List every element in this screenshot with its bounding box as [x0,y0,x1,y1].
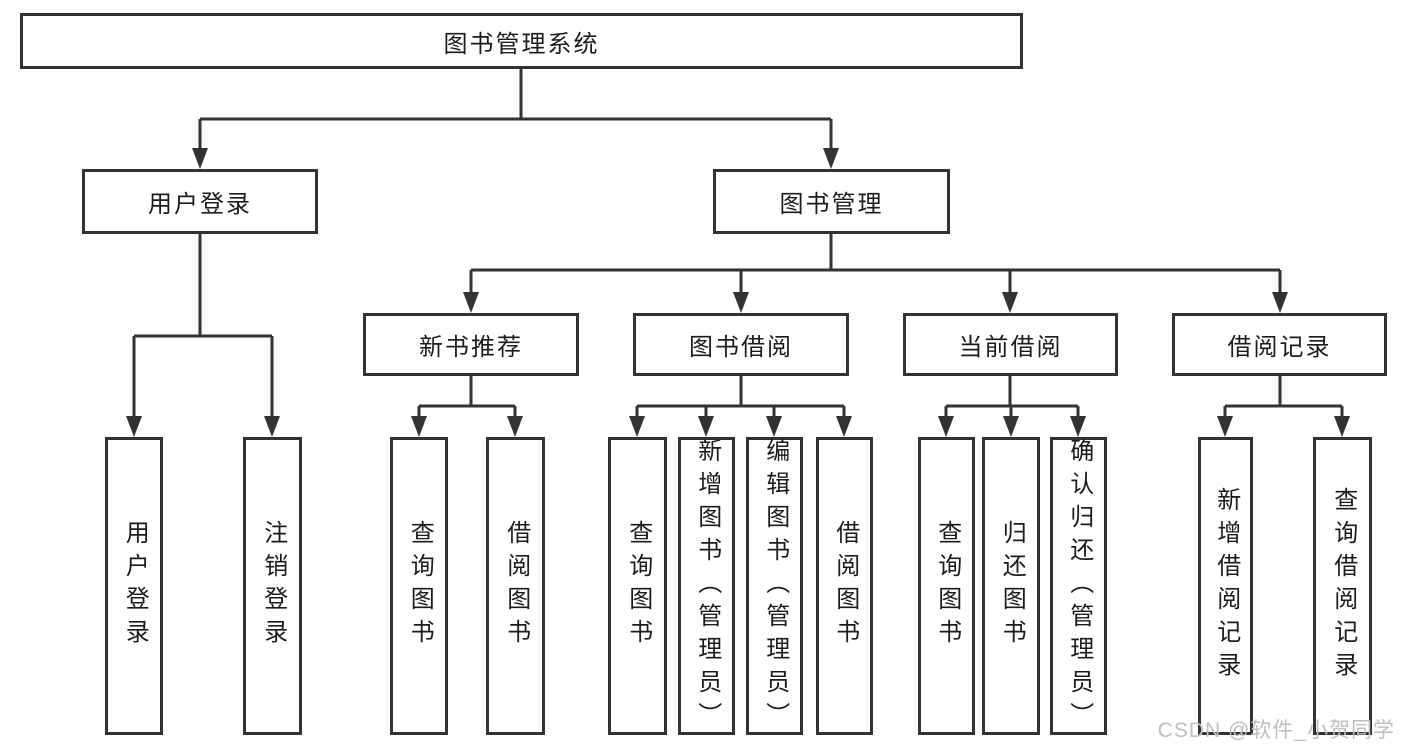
node-current-borrowing: 当前借阅 [903,313,1118,376]
node-label: 查询图书 [933,520,961,652]
node-label: 用户登录 [148,191,252,218]
node-label: 确认归还（管理员） [1065,437,1093,735]
node-book-borrowing: 图书借阅 [633,313,849,376]
node-leaf-logout: 注销登录 [243,437,302,735]
arrow-down-icon [1334,416,1350,437]
node-leaf-confirm-return-admin: 确认归还（管理员） [1050,437,1107,735]
node-label: 图书管理系统 [443,30,600,58]
arrow-down-icon [766,416,782,437]
node-leaf-edit-book-admin: 编辑图书（管理员） [746,437,803,735]
node-label: 查询借阅记录 [1329,487,1357,685]
arrow-down-icon [1003,416,1019,437]
node-label: 查询图书 [624,520,652,652]
arrow-down-icon [264,416,280,437]
node-leaf-query-books-1: 查询图书 [390,437,448,735]
arrow-down-icon [733,292,749,313]
arrow-down-icon [629,416,645,437]
arrow-down-icon [1002,292,1018,313]
node-label: 用户登录 [121,520,149,652]
node-label: 归还图书 [998,520,1026,652]
node-leaf-user-login: 用户登录 [105,437,163,735]
node-root: 图书管理系统 [20,13,1023,69]
node-label: 借阅记录 [1227,334,1332,361]
node-label: 图书借阅 [689,334,793,361]
arrow-down-icon [192,148,208,169]
node-leaf-query-borrow-record: 查询借阅记录 [1313,437,1372,735]
node-label: 新增借阅记录 [1212,487,1240,685]
node-book-management: 图书管理 [713,169,950,234]
arrow-down-icon [698,416,714,437]
arrow-down-icon [823,148,839,169]
node-borrowing-records: 借阅记录 [1172,313,1387,376]
node-leaf-return-book: 归还图书 [982,437,1040,735]
node-leaf-add-borrow-record: 新增借阅记录 [1198,437,1253,735]
arrow-down-icon [836,416,852,437]
node-label: 当前借阅 [958,334,1063,361]
node-user-login: 用户登录 [82,169,318,234]
node-label: 借阅图书 [831,520,859,652]
node-leaf-query-books-3: 查询图书 [918,437,975,735]
node-label: 新增图书（管理员） [693,437,721,735]
node-label: 查询图书 [406,520,434,652]
node-leaf-query-books-2: 查询图书 [608,437,667,735]
watermark-text: CSDN @软件_小贺同学 [1157,719,1395,742]
node-label: 新书推荐 [419,334,523,361]
arrow-down-icon [938,416,954,437]
node-leaf-borrow-books-1: 借阅图书 [486,437,545,735]
node-new-book-recommend: 新书推荐 [363,313,579,376]
arrow-down-icon [1272,292,1288,313]
node-label: 借阅图书 [502,520,530,652]
arrow-down-icon [507,416,523,437]
node-label: 注销登录 [259,520,287,652]
node-leaf-borrow-books-2: 借阅图书 [816,437,873,735]
arrow-down-icon [1070,416,1086,437]
arrow-down-icon [411,416,427,437]
node-label: 编辑图书（管理员） [761,437,789,735]
arrow-down-icon [463,292,479,313]
node-label: 图书管理 [779,191,884,218]
arrow-down-icon [126,416,142,437]
node-leaf-add-book-admin: 新增图书（管理员） [678,437,735,735]
arrow-down-icon [1217,416,1233,437]
